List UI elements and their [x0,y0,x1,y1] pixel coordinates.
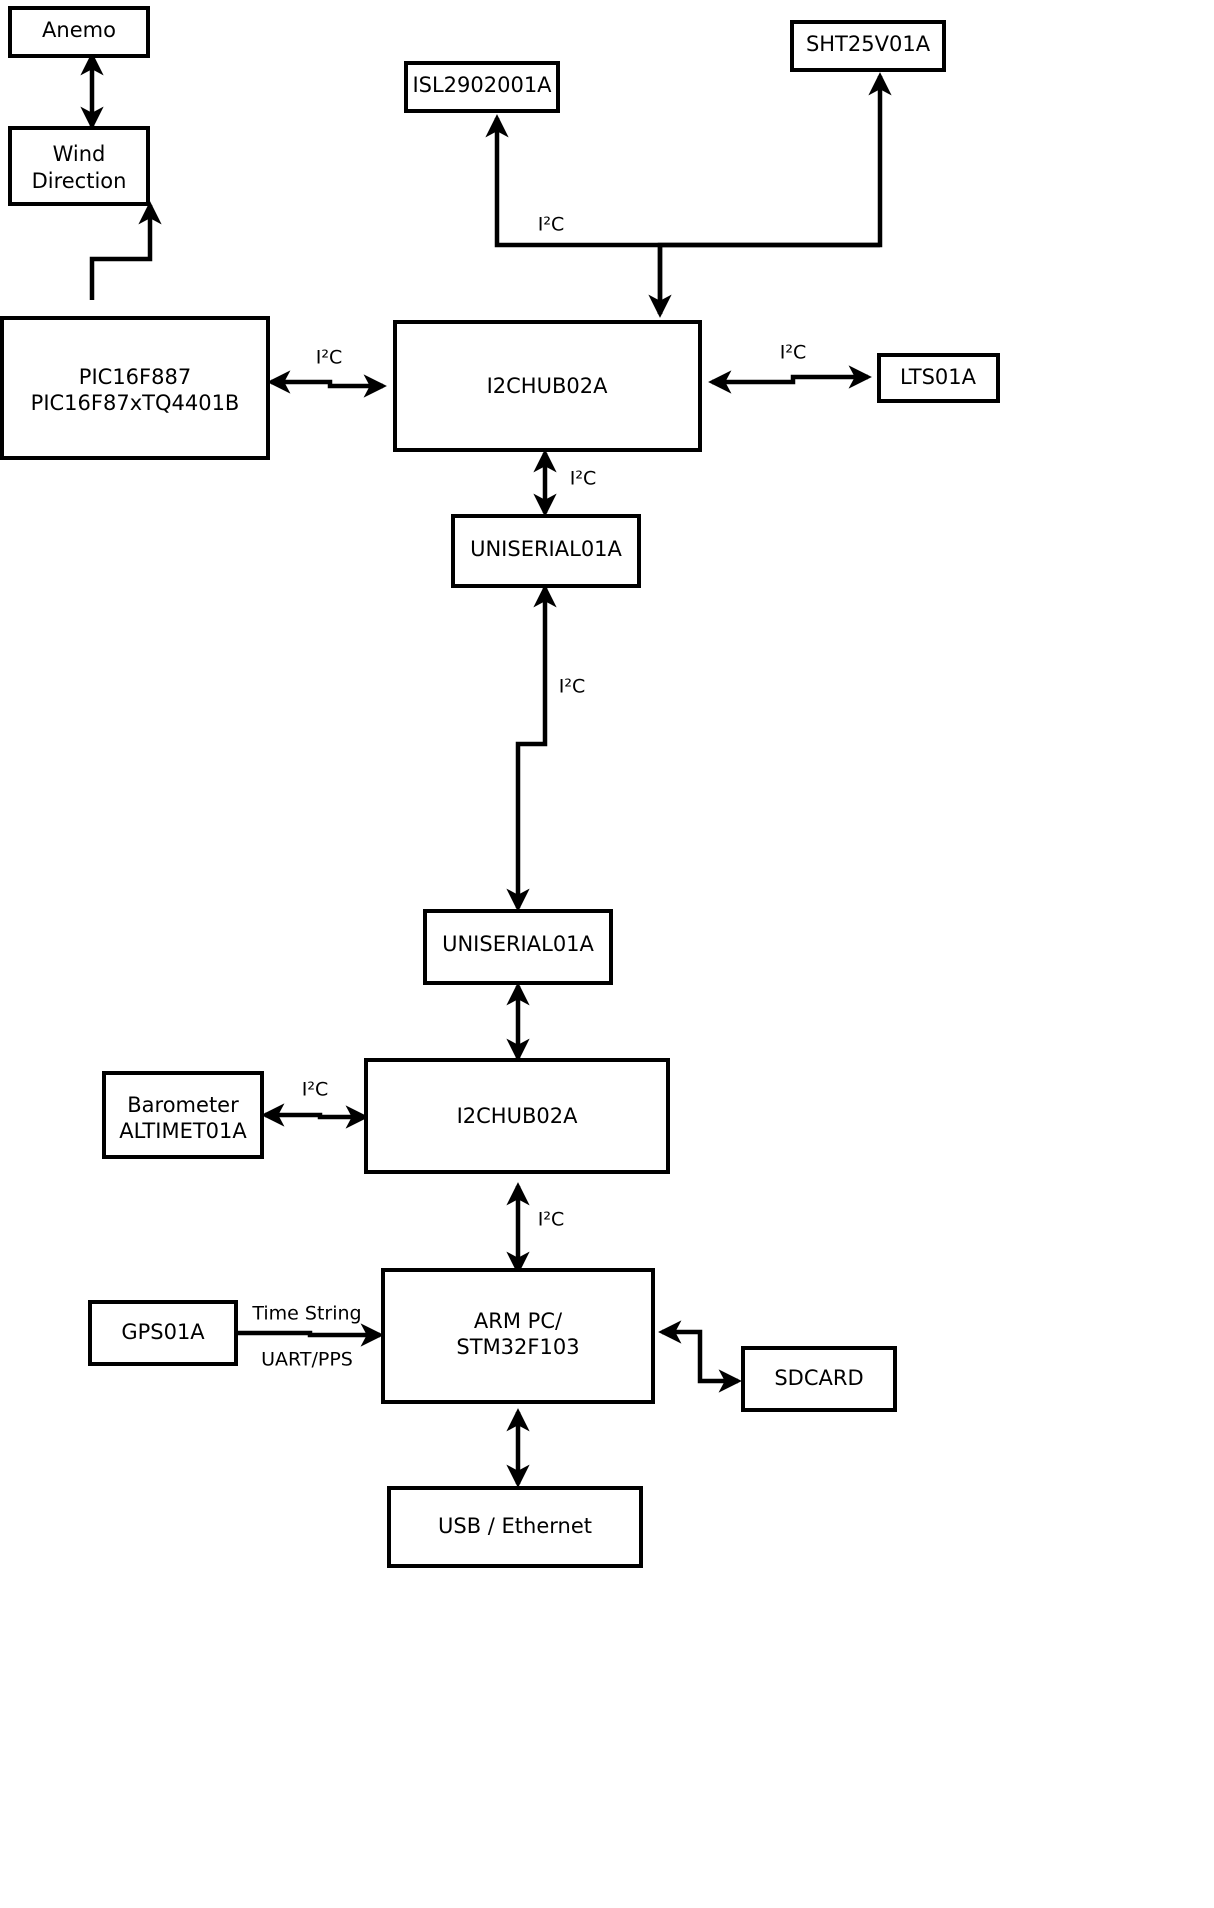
node-anemo-rect[interactable] [8,6,150,58]
node-barometer[interactable]: Barometer ALTIMET01A [102,1071,264,1159]
node-pic16f887[interactable]: PIC16F887 PIC16F87xTQ4401B [0,316,270,460]
node-barometer-rect[interactable] [102,1071,264,1159]
edge-label-i2c-hub-arm: I²C [538,1209,565,1231]
node-i2chub02a-top-rect[interactable] [393,320,702,452]
node-uniserial01a-bottom-rect[interactable] [423,909,613,985]
node-arm-pc[interactable]: ARM PC/ STM32F103 [381,1268,655,1404]
connector-pic-to-hub-top [267,370,387,398]
connector-barometer-to-hub [261,1103,369,1129]
node-isl2902001a-label: ISL2902001A [412,73,552,97]
connector-arm-to-sdcard [658,1320,742,1393]
node-i2chub02a-top-label: I2CHUB02A [487,374,609,398]
node-sdcard-rect[interactable] [741,1346,897,1412]
node-arm-pc-label-line2: STM32F103 [456,1335,579,1359]
node-lts01a-rect[interactable] [877,353,1000,403]
node-anemo-label: Anemo [42,18,116,42]
edge-label-i2c-uniserial-link: I²C [559,676,586,698]
node-uniserial01a-top-rect[interactable] [451,514,641,588]
node-usb-ethernet-rect[interactable] [387,1486,643,1568]
node-i2chub02a-bottom-label: I2CHUB02A [457,1104,579,1128]
node-gps01a[interactable]: GPS01A [88,1300,238,1366]
node-sht25v01a-label: SHT25V01A [806,32,931,56]
node-gps01a-label: GPS01A [121,1320,205,1344]
edge-label-i2c-pic-hub: I²C [316,347,343,369]
node-lts01a[interactable]: LTS01A [877,353,1000,403]
node-sht25v01a-rect[interactable] [790,20,946,72]
connector-hub-to-lts [708,365,872,394]
node-wind-direction-label-line2: Direction [32,169,127,193]
connector-pic-to-wind [89,201,162,300]
node-barometer-label-line2: ALTIMET01A [119,1119,247,1143]
node-wind-direction-label-line1: Wind [53,142,106,166]
edge-label-i2c-sensors: I²C [538,214,565,236]
edge-label-i2c-hub-lts: I²C [780,342,807,364]
node-uniserial01a-top-label: UNISERIAL01A [470,537,622,561]
node-arm-pc-label-line1: ARM PC/ [474,1309,563,1333]
node-sht25v01a[interactable]: SHT25V01A [790,20,946,72]
node-usb-ethernet-label: USB / Ethernet [438,1514,592,1538]
node-gps01a-rect[interactable] [88,1300,238,1366]
edge-label-time-string: Time String [251,1303,361,1325]
node-uniserial01a-top[interactable]: UNISERIAL01A [451,514,641,588]
edge-label-uart-pps: UART/PPS [261,1349,353,1371]
edge-label-i2c-barometer: I²C [302,1079,329,1101]
node-pic16f887-label-line2: PIC16F87xTQ4401B [31,391,240,415]
node-wind-direction-rect[interactable] [8,126,150,206]
edge-label-i2c-hub-uniserial: I²C [570,468,597,490]
connector-uniserial-top-to-bottom [506,584,557,912]
node-isl2902001a[interactable]: ISL2902001A [404,61,560,113]
node-i2chub02a-bottom[interactable]: I2CHUB02A [364,1058,670,1174]
node-isl2902001a-rect[interactable] [404,61,560,113]
connector-gps-to-arm [236,1323,384,1347]
node-uniserial01a-bottom-label: UNISERIAL01A [442,932,594,956]
node-usb-ethernet[interactable]: USB / Ethernet [387,1486,643,1568]
node-wind-direction[interactable]: Wind Direction [8,126,150,206]
node-lts01a-label: LTS01A [900,365,977,389]
connector-hub-to-sht [657,72,892,314]
node-sdcard-label: SDCARD [774,1366,863,1390]
node-barometer-label-line1: Barometer [127,1093,239,1117]
node-uniserial01a-bottom[interactable]: UNISERIAL01A [423,909,613,985]
node-i2chub02a-bottom-rect[interactable] [364,1058,670,1174]
node-sdcard[interactable]: SDCARD [741,1346,897,1412]
node-anemo[interactable]: Anemo [8,6,150,58]
node-pic16f887-rect[interactable] [0,316,270,460]
node-i2chub02a-top[interactable]: I2CHUB02A [393,320,702,452]
node-pic16f887-label-line1: PIC16F887 [79,365,191,389]
node-arm-pc-rect[interactable] [381,1268,655,1404]
